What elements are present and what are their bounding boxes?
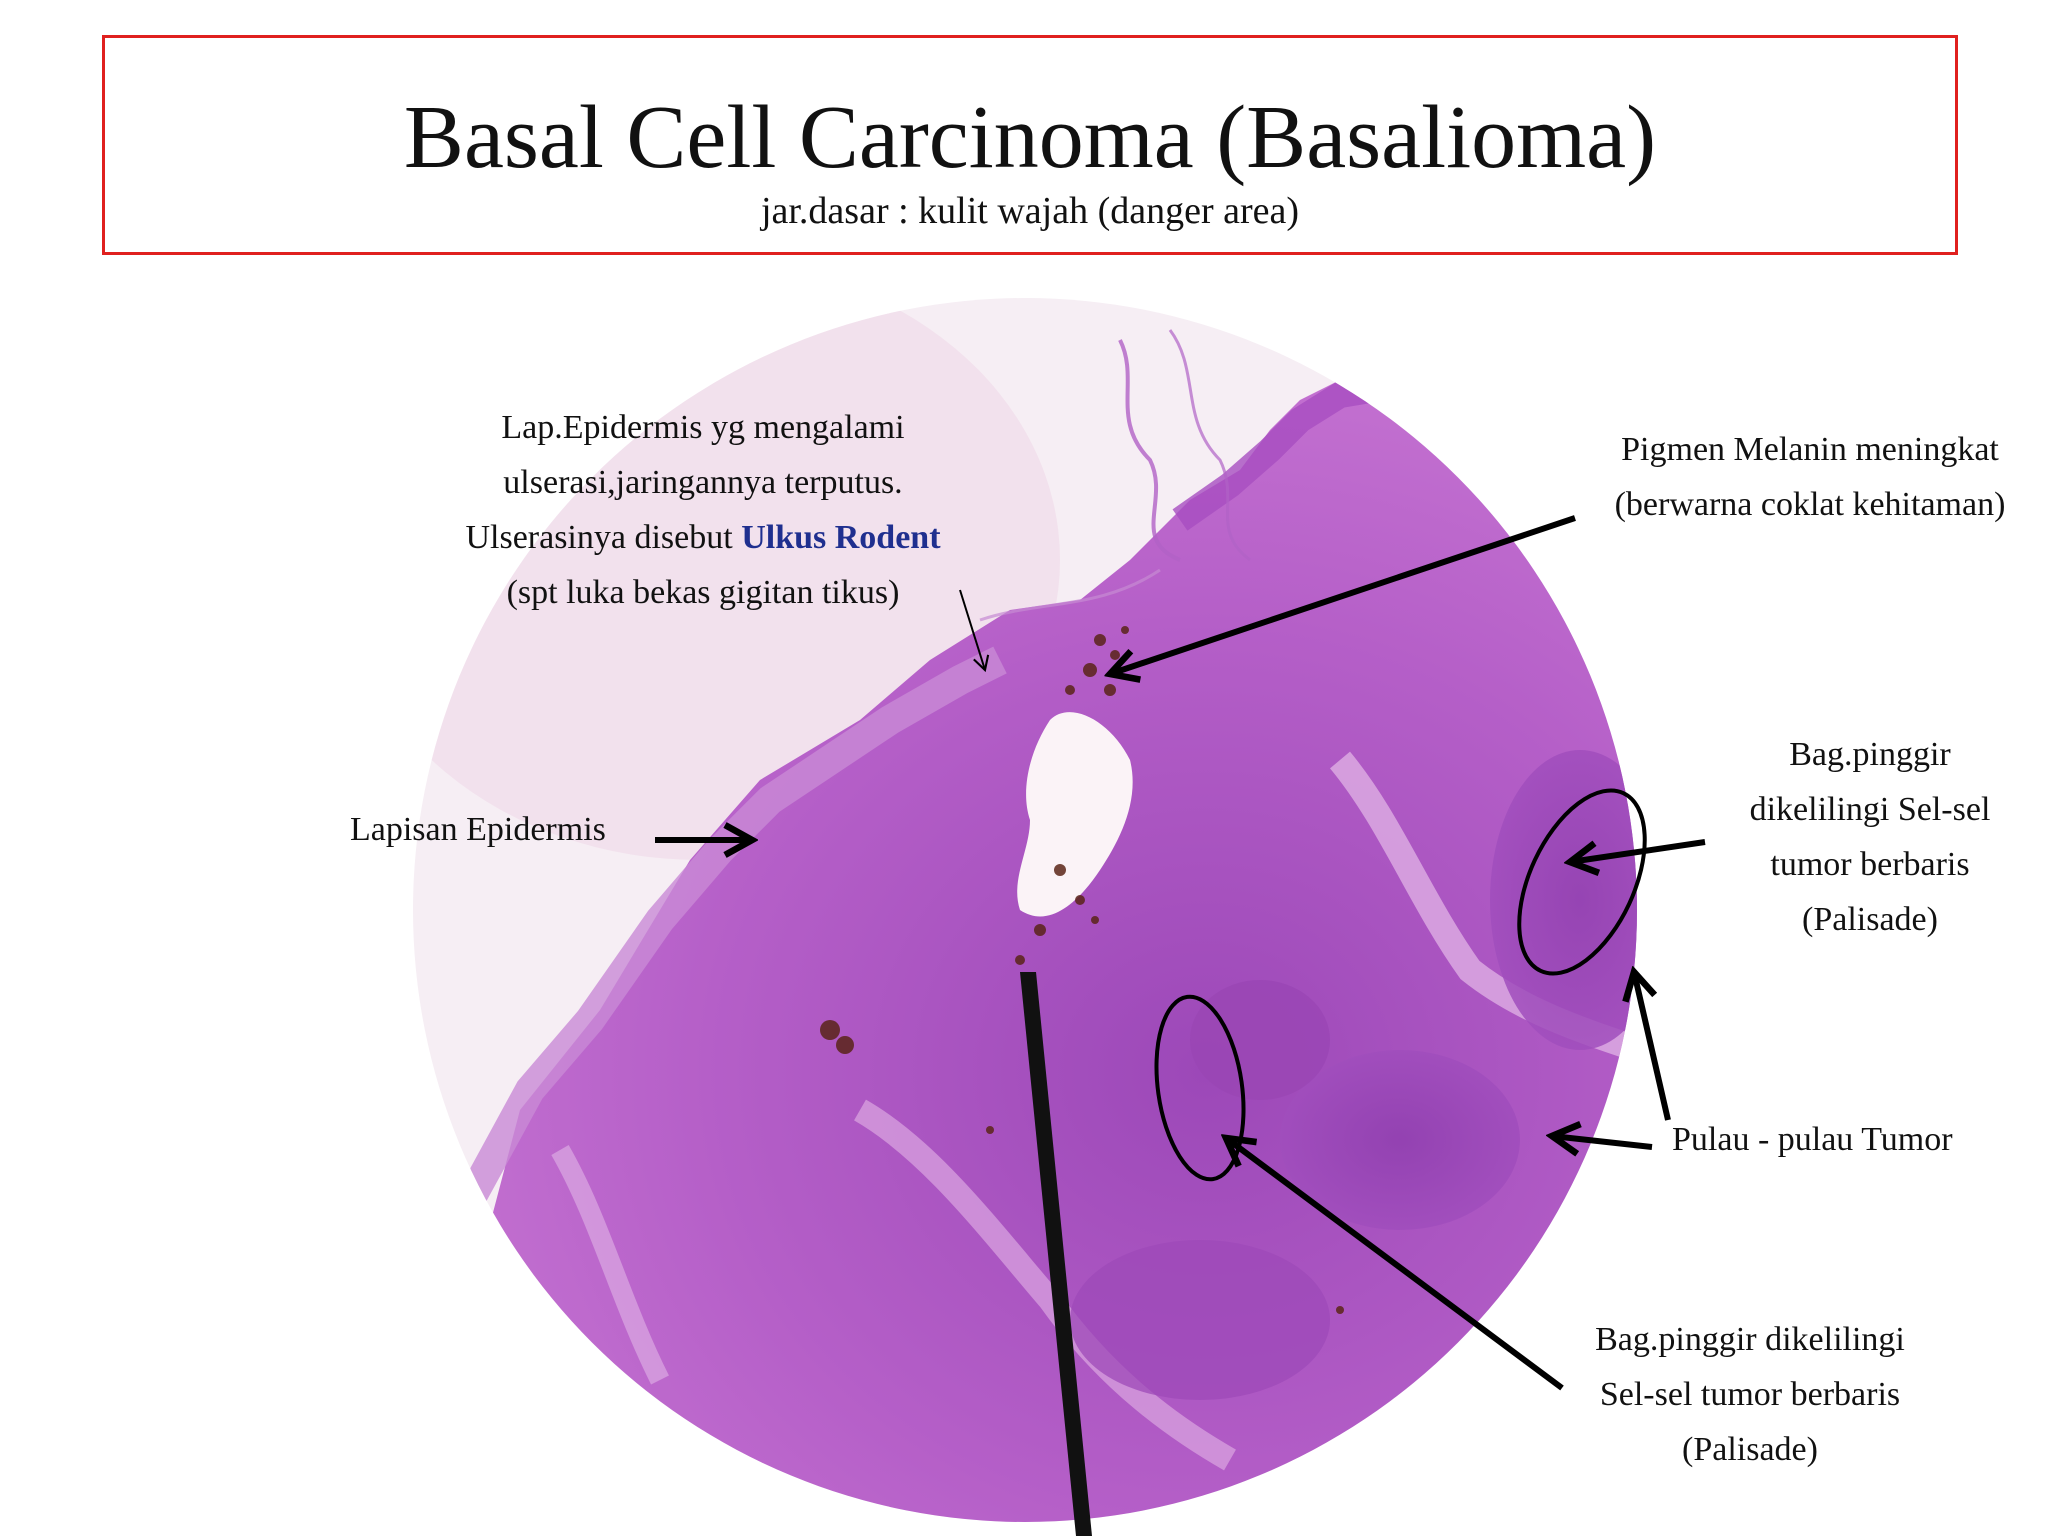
ulceration-line-3-prefix: Ulserasinya disebut bbox=[465, 519, 742, 556]
palisade-right-line-4: (Palisade) bbox=[1802, 901, 1938, 938]
palisade-bottom-label: Bag.pinggir dikelilingi Sel-sel tumor be… bbox=[1555, 1312, 1945, 1477]
page-subtitle: jar.dasar : kulit wajah (danger area) bbox=[760, 190, 1300, 232]
melanin-pigment bbox=[820, 626, 1344, 1314]
ulceration-label: Lap.Epidermis yg mengalami ulserasi,jari… bbox=[438, 400, 968, 620]
ulceration-line-2: ulserasi,jaringannya terputus. bbox=[503, 464, 903, 501]
ulceration-arrow bbox=[959, 589, 990, 673]
title-frame: Basal Cell Carcinoma (Basalioma) jar.das… bbox=[102, 35, 1958, 255]
melanin-label: Pigmen Melanin meningkat (berwarna cokla… bbox=[1590, 422, 2030, 532]
tumor-island-arrow-up bbox=[1634, 972, 1671, 1121]
palisade-right-arrow bbox=[1570, 839, 1706, 862]
ulceration-line-1: Lap.Epidermis yg mengalami bbox=[501, 409, 905, 446]
ulceration-line-3: Ulserasinya disebut Ulkus Rodent bbox=[438, 510, 968, 565]
palisade-right-line-1: Bag.pinggir bbox=[1789, 736, 1951, 773]
epidermis-label: Lapisan Epidermis bbox=[350, 802, 606, 857]
ulkus-rodent-term: Ulkus Rodent bbox=[741, 519, 941, 556]
palisade-right-line-2: dikelilingi Sel-sel bbox=[1749, 791, 1991, 828]
melanin-arrow bbox=[1110, 515, 1576, 674]
palisade-bottom-line-3: (Palisade) bbox=[1682, 1431, 1818, 1468]
palisade-bottom-line-2: Sel-sel tumor berbaris bbox=[1599, 1376, 1901, 1413]
tumor-islands-label: Pulau - pulau Tumor bbox=[1672, 1112, 1953, 1167]
tumor-island-arrow-left bbox=[1552, 1136, 1653, 1147]
palisade-right-line-3: tumor berbaris bbox=[1770, 846, 1970, 883]
melanin-line-2: (berwarna coklat kehitaman) bbox=[1614, 486, 2006, 523]
palisade-right-label: Bag.pinggir dikelilingi Sel-sel tumor be… bbox=[1700, 727, 2040, 947]
epidermis-text: Lapisan Epidermis bbox=[350, 811, 606, 848]
palisade-ellipse-right bbox=[1517, 788, 1647, 976]
palisade-ellipse-center bbox=[1154, 994, 1246, 1182]
melanin-line-1: Pigmen Melanin meningkat bbox=[1621, 431, 1999, 468]
tumor-islands-text: Pulau - pulau Tumor bbox=[1672, 1121, 1953, 1158]
ulceration-line-4: (spt luka bekas gigitan tikus) bbox=[506, 574, 900, 611]
page-title: Basal Cell Carcinoma (Basalioma) bbox=[403, 88, 1657, 187]
palisade-bottom-arrow bbox=[1226, 1138, 1564, 1391]
ulcer-gap bbox=[1017, 712, 1133, 917]
microscope-pointer bbox=[1020, 972, 1092, 1536]
palisade-bottom-line-1: Bag.pinggir dikelilingi bbox=[1595, 1321, 1905, 1358]
